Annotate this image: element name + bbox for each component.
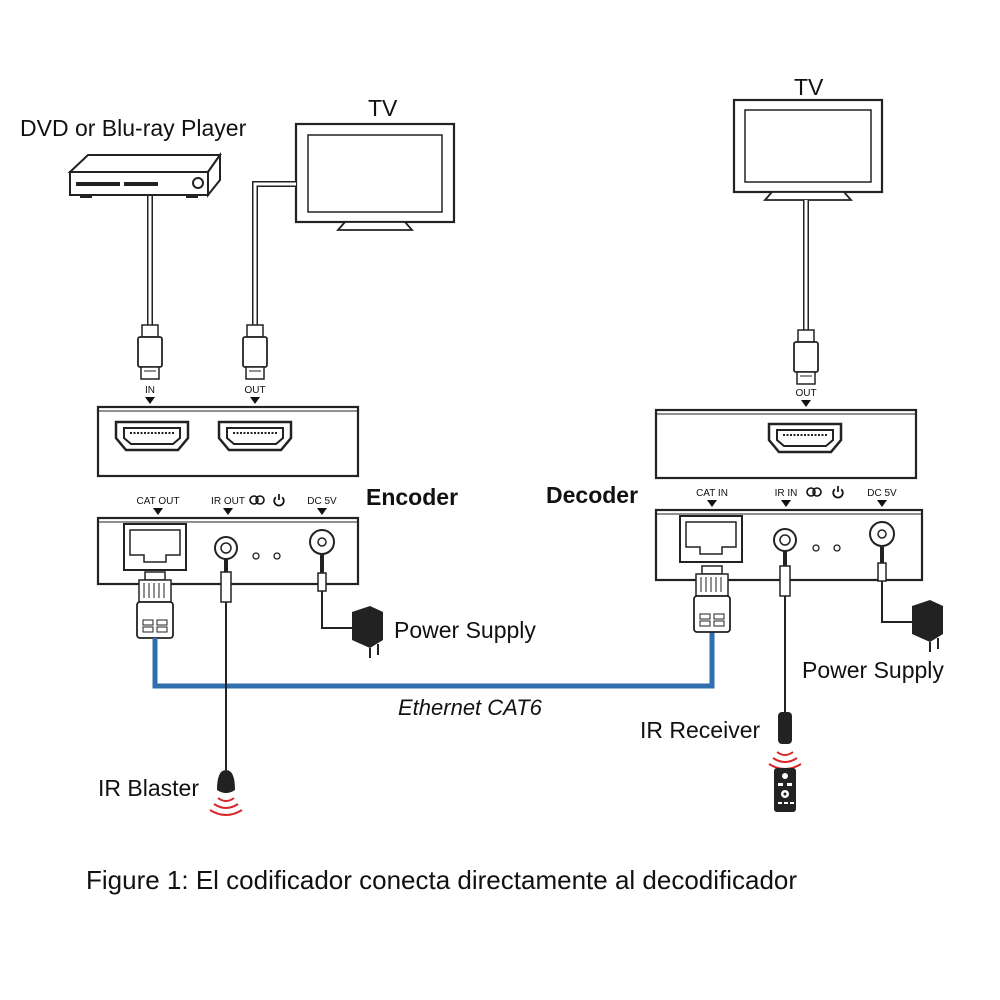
encoder-in-arrow — [145, 397, 155, 404]
encoder-out-label: OUT — [244, 385, 265, 396]
power-supply-left-icon — [317, 555, 383, 658]
ir-blaster-cable — [217, 558, 235, 793]
encoder-in-label: IN — [145, 385, 155, 396]
ir-receiver-waves — [768, 751, 802, 770]
decoder-out-label: OUT — [795, 388, 816, 399]
ir-blaster-label: IR Blaster — [98, 775, 199, 801]
power-supply-left-label: Power Supply — [394, 617, 536, 643]
decoder-rj45-port — [679, 515, 743, 563]
encoder-out-arrow — [250, 397, 260, 404]
ir-receiver-label: IR Receiver — [640, 717, 760, 743]
tv-left-label: TV — [368, 95, 398, 121]
decoder-dc-label: DC 5V — [867, 488, 897, 499]
decoder-cat-in-label: CAT IN — [696, 488, 728, 499]
tv-right-label: TV — [794, 74, 824, 100]
ethernet-cable — [152, 632, 715, 689]
ir-receiver-cable — [778, 550, 792, 744]
remote-control-icon — [774, 768, 796, 812]
encoder-dc-label: DC 5V — [307, 496, 337, 507]
dvd-player-icon — [67, 151, 222, 198]
encoder-dc-arrow — [317, 508, 327, 515]
ethernet-label: Ethernet CAT6 — [398, 695, 543, 720]
decoder-cat-in-arrow — [707, 500, 717, 507]
encoder-ir-out-label: IR OUT — [211, 496, 245, 507]
encoder-label: Encoder — [366, 484, 458, 510]
decoder-led-link — [812, 544, 820, 552]
decoder-power-icon — [832, 485, 844, 499]
encoder-rj45-port — [123, 523, 187, 571]
encoder-led-link — [252, 552, 260, 560]
decoder-hdmi-panel — [654, 408, 918, 480]
decoder-out-arrow — [801, 400, 811, 407]
hdmi-cable-decoder-out — [793, 200, 819, 385]
encoder-ir-out-arrow — [223, 508, 233, 515]
encoder-led-power — [273, 552, 281, 560]
decoder-hdmi-out-port — [767, 422, 843, 454]
ir-blaster-waves — [209, 797, 243, 816]
tv-left-icon — [294, 122, 456, 231]
decoder-led-power — [833, 544, 841, 552]
figure-caption: Figure 1: El codificador conecta directa… — [86, 865, 797, 895]
power-supply-right-label: Power Supply — [802, 657, 944, 683]
encoder-cat-out-label: CAT OUT — [137, 496, 180, 507]
decoder-link-icon — [806, 487, 822, 497]
tv-right-icon — [732, 98, 884, 201]
dvd-player-label: DVD or Blu-ray Player — [20, 115, 247, 141]
encoder-rj45-plug — [136, 571, 174, 639]
decoder-ir-in-arrow — [781, 500, 791, 507]
hdmi-cable-in — [137, 196, 163, 380]
encoder-hdmi-in-port — [114, 420, 190, 452]
power-supply-right-icon — [877, 547, 943, 652]
decoder-ir-in-label: IR IN — [775, 488, 798, 499]
encoder-hdmi-panel — [96, 405, 360, 478]
decoder-label: Decoder — [546, 482, 638, 508]
decoder-dc-arrow — [877, 500, 887, 507]
encoder-link-icon — [249, 495, 265, 505]
encoder-power-icon — [273, 493, 285, 507]
decoder-rj45-plug — [693, 565, 731, 633]
encoder-hdmi-out-port — [217, 420, 293, 452]
encoder-cat-out-arrow — [153, 508, 163, 515]
hdmi-cable-out — [242, 181, 296, 380]
